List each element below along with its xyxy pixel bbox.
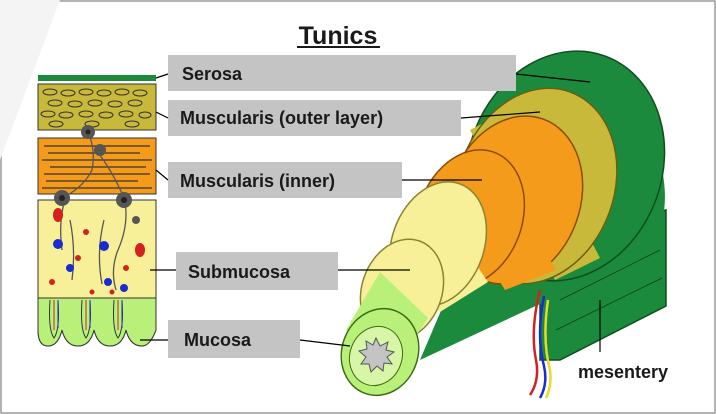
label-serosa-text: Serosa (182, 64, 243, 84)
label-muscularis-outer-text: Muscularis (outer layer) (180, 108, 383, 128)
diagram-title: Tunics (299, 22, 378, 50)
mucosa-folds (38, 298, 156, 346)
label-mesentery-text: mesentery (578, 362, 668, 382)
label-muscularis-inner-text: Muscularis (inner) (180, 171, 335, 191)
label-submucosa-text: Submucosa (188, 262, 291, 282)
serosa-strip (38, 75, 156, 81)
label-mucosa-text: Mucosa (184, 330, 252, 350)
layer-cross-section (38, 75, 156, 346)
